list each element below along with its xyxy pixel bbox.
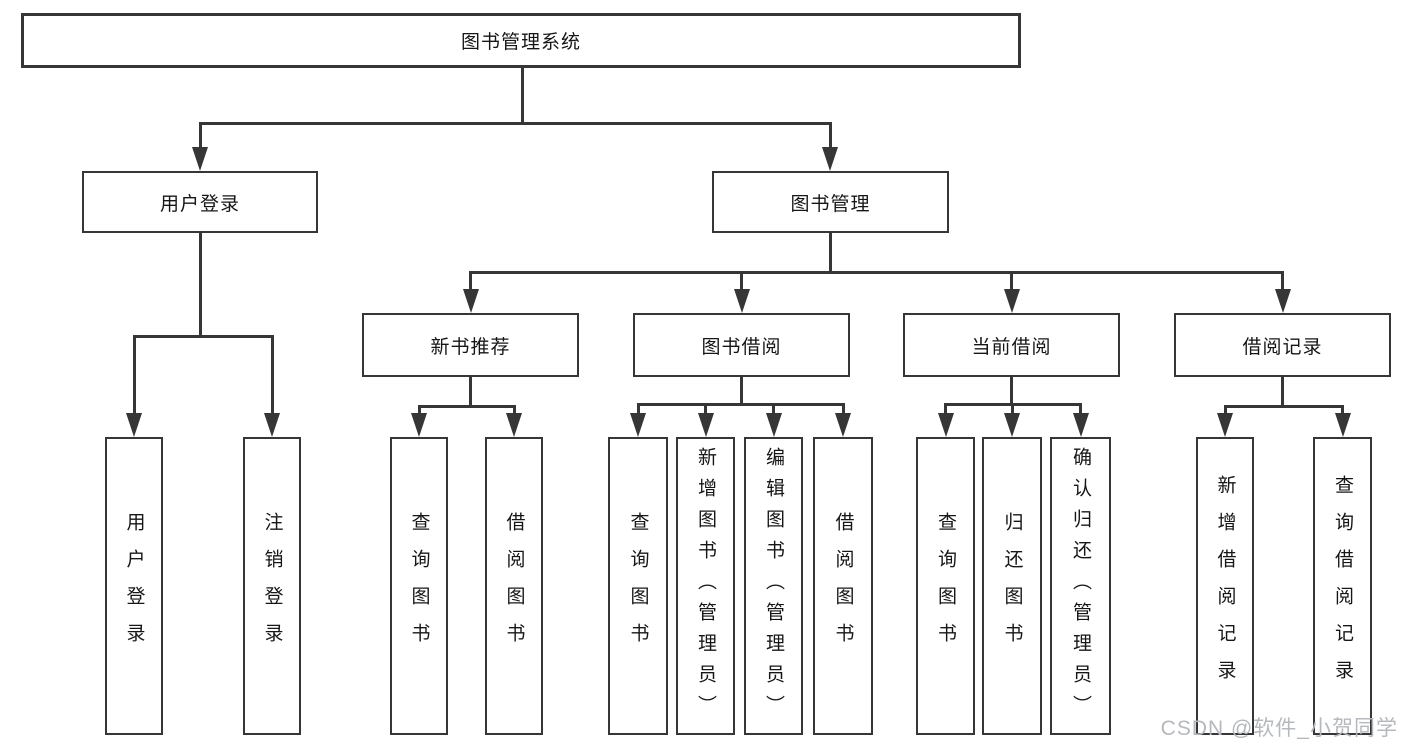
connector-recommendation-branch [417, 405, 516, 408]
connector-records-trunk [1281, 377, 1284, 405]
connector-stem [1079, 403, 1082, 415]
arrowhead-down-icon [835, 413, 851, 437]
connector-borrowing-branch [636, 403, 845, 406]
connector-root-trunk [520, 68, 524, 122]
connector-stem [1010, 403, 1014, 415]
arrowhead-down-icon [1274, 289, 1291, 313]
connector-records-branch [1223, 405, 1344, 408]
node-current-borrowing: 当前借阅 [903, 313, 1120, 377]
leaf-current-query-books: 查询图书 [916, 437, 975, 735]
connector-stem-leaf-user-login [132, 335, 136, 415]
connector-stem [944, 403, 947, 415]
connector-stem-book-management [828, 122, 832, 149]
connector-stem-new-book-recommendation [469, 271, 472, 291]
leaf-records-add-borrow-record: 新增借阅记录 [1196, 437, 1254, 735]
leaf-borrowing-query-books: 查询图书 [608, 437, 668, 735]
leaf-current-return-books-label: 归还图书 [1001, 512, 1023, 660]
connector-user-login-branch [132, 335, 274, 338]
arrowhead-down-icon [733, 289, 750, 313]
arrowhead-down-icon [462, 289, 479, 313]
arrowhead-down-icon [1003, 289, 1020, 313]
arrowhead-down-icon [264, 413, 280, 437]
connector-book-management-trunk [828, 233, 832, 271]
arrowhead-down-icon [697, 413, 714, 437]
leaf-borrowing-edit-books-admin-label: 编辑图书（管理员） [763, 446, 784, 726]
arrowhead-down-icon [1217, 413, 1233, 437]
arrowhead-down-icon [630, 413, 646, 437]
node-user-login-label: 用户登录 [159, 193, 240, 215]
node-root-label: 图书管理系统 [460, 32, 581, 53]
arrowhead-down-icon [506, 413, 522, 437]
node-book-management-label: 图书管理 [790, 193, 871, 215]
leaf-recommendation-borrow-books-label: 借阅图书 [503, 512, 525, 660]
connector-stem-user-login [198, 122, 202, 149]
leaf-recommendation-borrow-books: 借阅图书 [485, 437, 543, 735]
leaf-borrowing-edit-books-admin: 编辑图书（管理员） [744, 437, 803, 735]
connector-root-branch [198, 122, 832, 125]
leaf-recommendation-query-books-label: 查询图书 [408, 512, 430, 660]
leaf-borrowing-add-books-admin: 新增图书（管理员） [676, 437, 735, 735]
arrowhead-down-icon [192, 147, 208, 171]
connector-borrowing-trunk [740, 377, 743, 403]
node-book-borrowing-label: 图书借阅 [701, 336, 782, 358]
node-book-borrowing: 图书借阅 [633, 313, 850, 377]
connector-stem-book-borrowing [740, 271, 743, 291]
leaf-current-query-books-label: 查询图书 [935, 512, 956, 660]
csdn-watermark: CSDN @软件_小贺同学 [1160, 717, 1398, 740]
arrowhead-down-icon [765, 413, 782, 437]
arrowhead-down-icon [1004, 413, 1020, 437]
leaf-recommendation-query-books: 查询图书 [390, 437, 448, 735]
leaf-current-confirm-return-admin: 确认归还（管理员） [1050, 437, 1111, 735]
arrowhead-down-icon [937, 413, 954, 437]
connector-book-management-branch [469, 271, 1284, 274]
leaf-records-query-borrow-record: 查询借阅记录 [1313, 437, 1372, 735]
arrowhead-down-icon [126, 413, 142, 437]
node-root-library-management-system: 图书管理系统 [21, 13, 1021, 68]
node-new-book-recommendation: 新书推荐 [362, 313, 579, 377]
connector-stem-current-borrowing [1010, 271, 1013, 291]
leaf-borrowing-query-books-label: 查询图书 [627, 512, 649, 660]
leaf-user-login: 用户登录 [105, 437, 163, 735]
connector-stem [841, 403, 845, 415]
node-current-borrowing-label: 当前借阅 [971, 336, 1052, 358]
connector-stem [1341, 405, 1344, 415]
node-book-management: 图书管理 [712, 171, 949, 233]
connector-recommendation-trunk [469, 377, 472, 405]
connector-stem-borrowing-records [1281, 271, 1284, 291]
leaf-current-return-books: 归还图书 [982, 437, 1042, 735]
leaf-logout: 注销登录 [243, 437, 301, 735]
leaf-records-add-borrow-record-label: 新增借阅记录 [1214, 475, 1236, 697]
connector-user-login-trunk [198, 233, 202, 335]
connector-stem [1223, 405, 1227, 415]
leaf-logout-label: 注销登录 [261, 512, 283, 660]
node-new-book-recommendation-label: 新书推荐 [430, 336, 511, 358]
connector-stem [636, 403, 640, 415]
connector-stem-leaf-logout [270, 335, 274, 415]
node-user-login: 用户登录 [82, 171, 318, 233]
leaf-user-login-label: 用户登录 [123, 512, 145, 660]
connector-current-trunk [1010, 377, 1013, 403]
leaf-borrowing-borrow-books-label: 借阅图书 [832, 512, 854, 660]
arrowhead-down-icon [822, 147, 838, 171]
leaf-borrowing-add-books-admin-label: 新增图书（管理员） [695, 446, 716, 726]
node-borrowing-records-label: 借阅记录 [1242, 336, 1323, 358]
connector-stem [417, 405, 421, 415]
connector-stem [772, 403, 775, 415]
connector-stem [512, 405, 516, 415]
connector-stem [704, 403, 707, 415]
leaf-borrowing-borrow-books: 借阅图书 [813, 437, 873, 735]
node-borrowing-records: 借阅记录 [1174, 313, 1391, 377]
arrowhead-down-icon [1072, 413, 1089, 437]
arrowhead-down-icon [1334, 413, 1351, 437]
leaf-records-query-borrow-record-label: 查询借阅记录 [1332, 475, 1353, 697]
leaf-current-confirm-return-admin-label: 确认归还（管理员） [1070, 446, 1091, 726]
arrowhead-down-icon [411, 413, 427, 437]
